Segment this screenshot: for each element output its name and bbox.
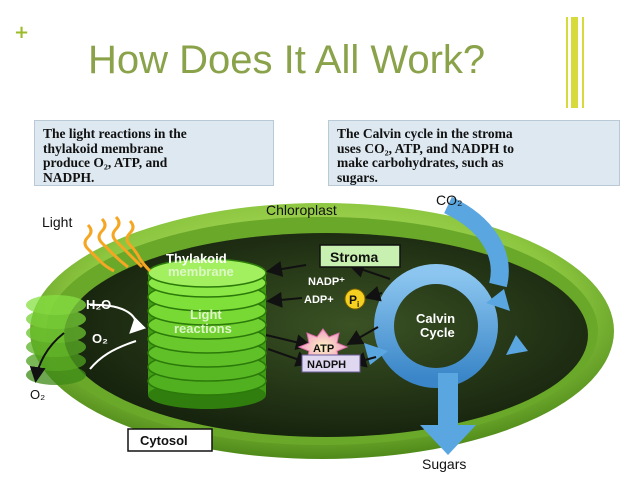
caption-line: sugars.	[337, 169, 378, 185]
light-rays	[83, 215, 152, 273]
o2-outer-label: O₂	[30, 387, 45, 402]
nadp-plus-label: NADP⁺	[308, 276, 345, 288]
caption-line: The Calvin cycle in the stroma	[337, 126, 513, 141]
plus-mark: +	[14, 22, 30, 43]
caption-line: make carbohydrates, such as	[337, 155, 504, 170]
background-granum	[26, 295, 86, 385]
o2-inner-label: O₂	[92, 331, 108, 346]
calvin-label-line1: Calvin	[416, 311, 455, 326]
cytosol-label-box	[127, 428, 213, 452]
phosphate-circle	[344, 288, 366, 310]
caption-line: produce O₂, ATP, and	[43, 155, 168, 170]
diagram-artwork: Stroma P i Light Chloroplast CO₂ Thylako…	[26, 192, 614, 472]
slide-title: How Does It All Work?	[88, 38, 486, 82]
phosphate-label: P	[349, 293, 357, 307]
sugars-label: Sugars	[422, 456, 466, 472]
h2o-label: H₂O	[86, 297, 111, 312]
light-reactions-label-line1: Light	[190, 307, 222, 322]
caption-line: NADPH.	[43, 169, 95, 185]
cytosol-label: Cytosol	[140, 433, 188, 448]
stroma-label-box	[319, 244, 401, 268]
caption-line: thylakoid membrane	[43, 140, 164, 156]
light-reactions-label-line2: reactions	[174, 321, 232, 336]
stroma-label: Stroma	[330, 249, 378, 265]
thylakoid-stack	[147, 258, 267, 409]
decorative-bar	[582, 17, 584, 108]
phosphate-subscript: i	[357, 300, 359, 309]
co2-intake-arrow	[443, 196, 509, 288]
thylakoid-label-line2: membrane	[168, 264, 234, 279]
sugars-output-arrow	[420, 373, 476, 455]
calvin-label-line2: Cycle	[420, 325, 455, 340]
co2-label: CO₂	[436, 192, 462, 208]
flow-arrows	[265, 261, 391, 368]
light-label: Light	[42, 214, 72, 230]
photosynthesis-diagram: The light reactions in the thylakoid mem…	[16, 113, 630, 476]
water-oxygen-arrows	[29, 303, 147, 383]
calvin-cycle-caption: The Calvin cycle in the stroma uses CO₂,…	[328, 120, 620, 186]
atp-label: ATP	[313, 343, 334, 355]
calvin-cycle-ring	[364, 264, 528, 388]
decorative-bar	[566, 17, 568, 108]
thylakoid-label-line1: Thylakoid	[166, 251, 227, 266]
adp-plus-label: ADP+	[304, 294, 334, 306]
decorative-bar	[571, 17, 578, 108]
nadph-label: NADPH	[307, 359, 346, 371]
caption-line: The light reactions in the	[43, 126, 187, 141]
nadph-box	[301, 354, 361, 373]
chloroplast-label: Chloroplast	[266, 202, 337, 218]
light-reactions-caption: The light reactions in the thylakoid mem…	[34, 120, 274, 186]
caption-line: uses CO₂, ATP, and NADPH to	[337, 140, 514, 156]
